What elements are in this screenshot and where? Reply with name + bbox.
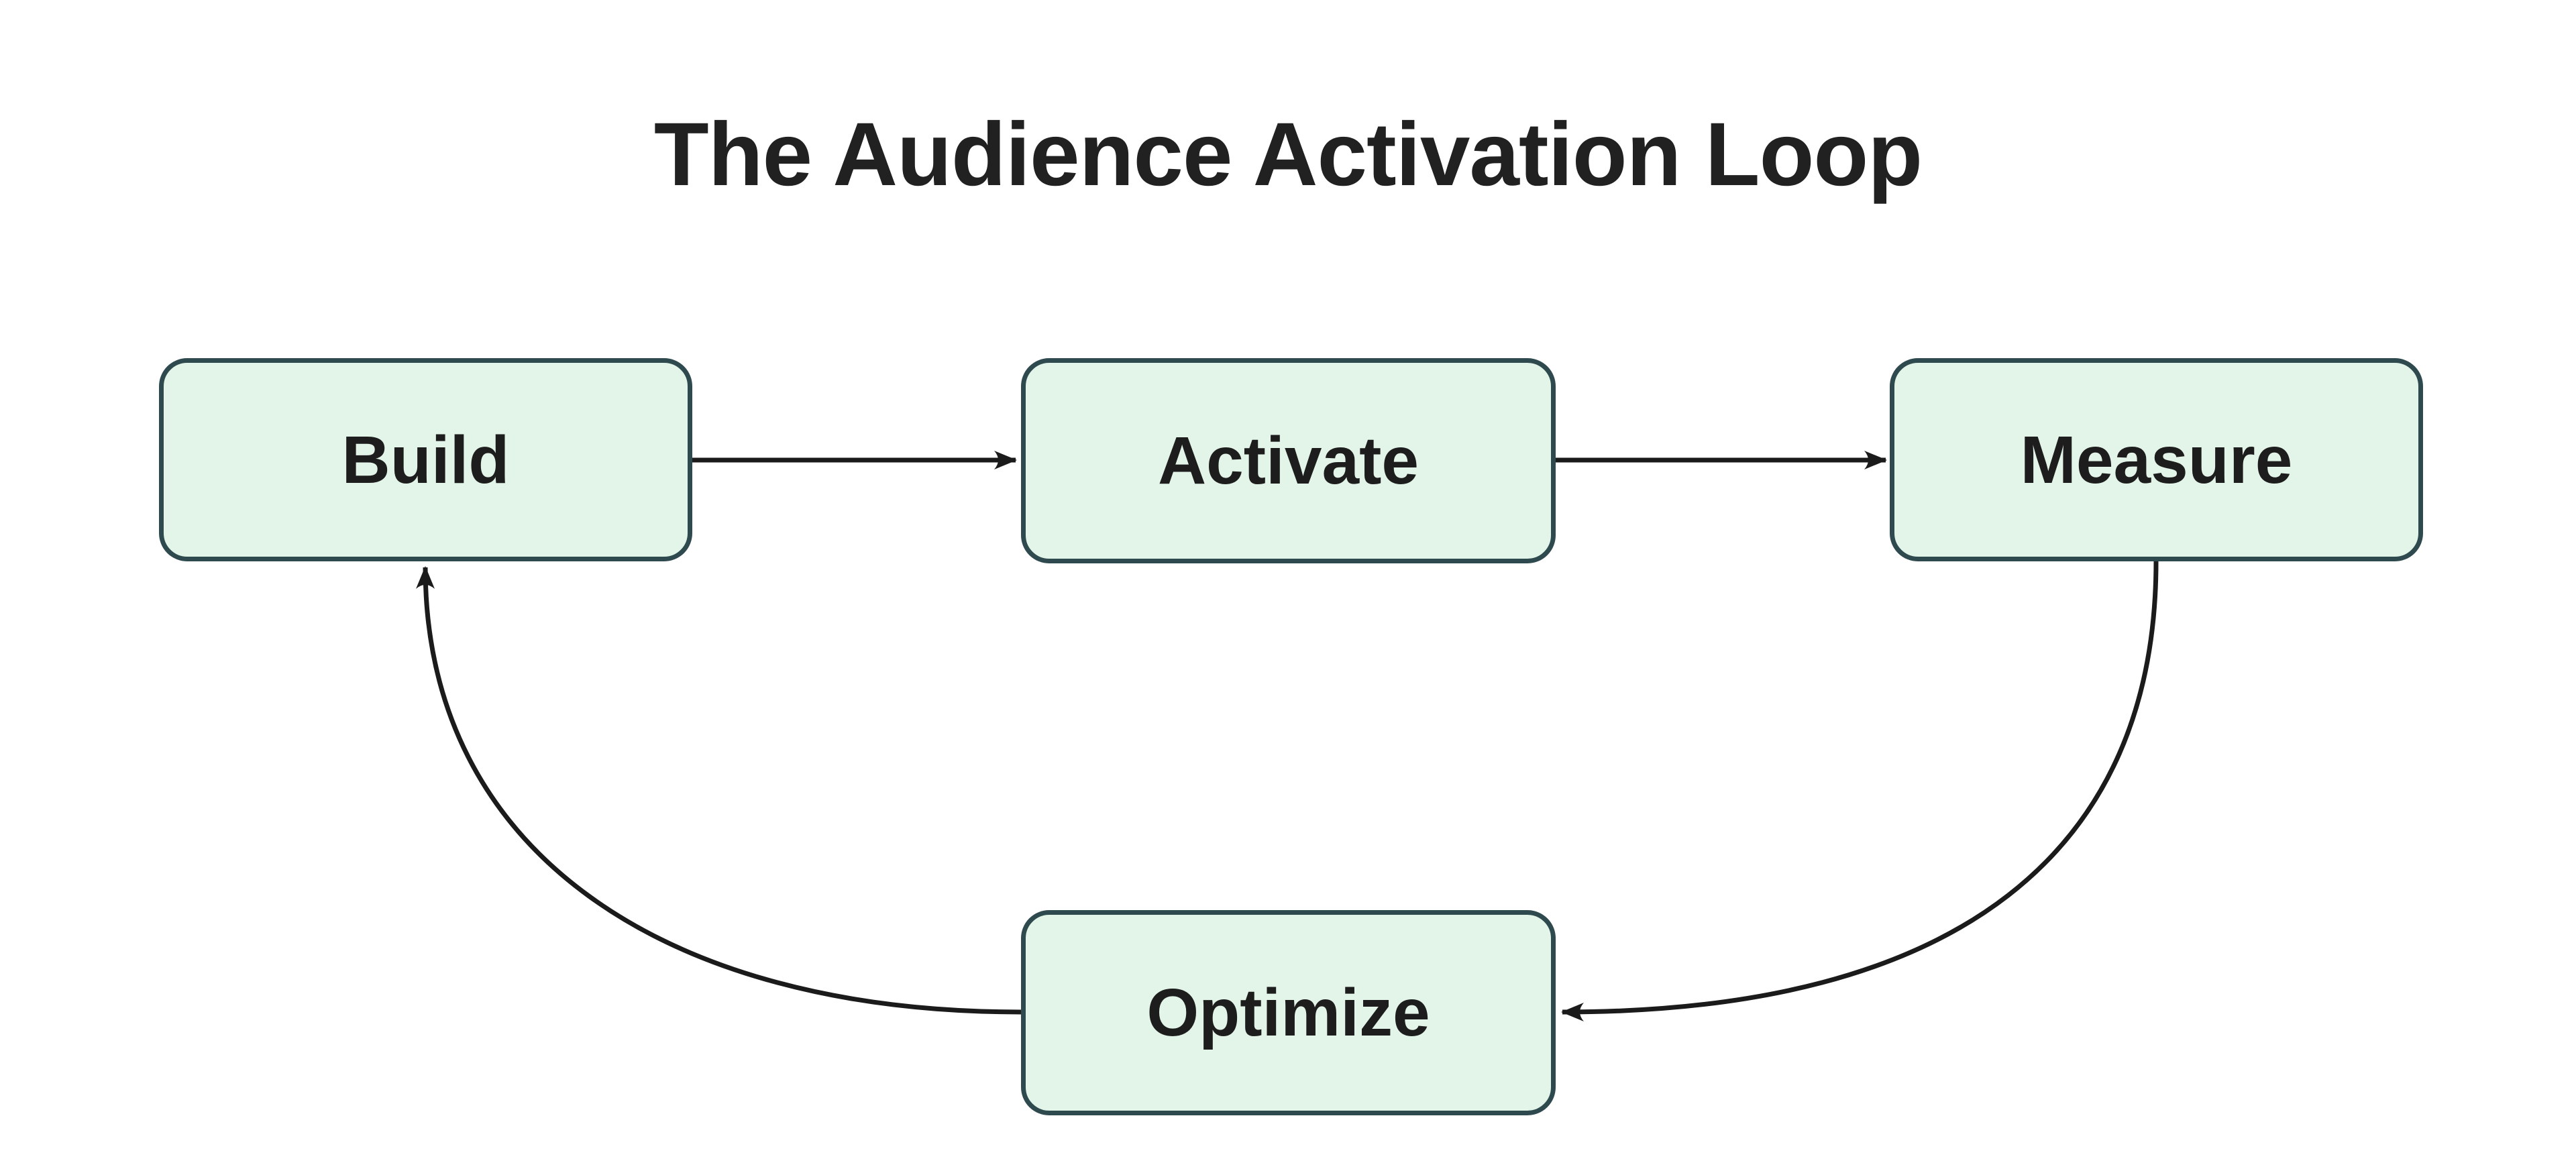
node-measure-label: Measure	[2020, 422, 2293, 498]
node-measure: Measure	[1890, 358, 2423, 561]
node-optimize-label: Optimize	[1146, 975, 1430, 1050]
node-optimize: Optimize	[1021, 910, 1556, 1115]
edge-optimize-to-build-arrow	[416, 566, 1022, 1015]
node-activate: Activate	[1021, 358, 1556, 563]
node-build-label: Build	[341, 422, 510, 498]
edge-measure-to-optimize-arrow	[1561, 561, 2159, 1021]
node-activate-label: Activate	[1157, 423, 1419, 498]
diagram-title: The Audience Activation Loop	[653, 105, 1923, 205]
node-build: Build	[159, 358, 692, 561]
